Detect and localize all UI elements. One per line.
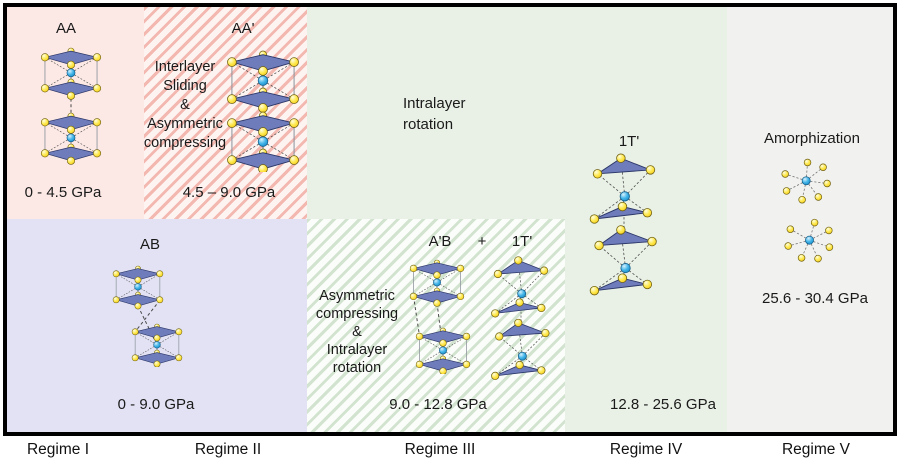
regime3-pressure-label: 9.0 - 12.8 GPa — [389, 396, 487, 413]
t1-prime-structure-label: 1T' — [618, 133, 640, 150]
amorphization-label: Amorphization — [764, 130, 860, 147]
intralayer-rotation-text: Intralayer rotation — [403, 93, 466, 135]
regime-label-1: Regime I — [26, 441, 90, 458]
amorphous-cluster — [781, 158, 831, 204]
prism-unit — [40, 47, 102, 100]
region-amorphous — [727, 7, 893, 432]
prism-unit — [40, 112, 102, 165]
prism-unit — [415, 327, 471, 374]
t1-prime-structure-diagram — [589, 153, 657, 296]
ab-structure-label: AB — [139, 236, 161, 253]
aa-structure-label: AA — [55, 20, 77, 37]
regime-label-4: Regime IV — [609, 441, 683, 458]
prism-unit — [112, 265, 164, 310]
text-line: & — [180, 97, 190, 113]
regime-label-5: Regime V — [781, 441, 851, 458]
ab-pressure-label: 0 - 9.0 GPa — [117, 396, 195, 413]
plus-sign: + — [477, 233, 487, 250]
text-line: Sliding — [163, 78, 207, 94]
figure-frame: AA 0 - 4.5 GPa AA' Interlayer Sliding & … — [3, 3, 897, 436]
asymmetric-compressing-text: Asymmetric compressing & Intralayer rota… — [316, 287, 398, 377]
amorphous-structure-diagram — [780, 158, 839, 268]
prism-unit — [226, 50, 300, 113]
regime-label-3: Regime III — [404, 441, 476, 458]
aa-pressure-label: 0 - 4.5 GPa — [24, 184, 102, 201]
aa-prime-structure-label: AA' — [231, 20, 255, 37]
regime4-pressure-label: 12.8 - 25.6 GPa — [610, 396, 716, 413]
text-line: rotation — [332, 360, 382, 376]
prism-unit — [409, 259, 465, 307]
region-aa-prime — [144, 7, 307, 219]
text-line: Asymmetric — [147, 116, 223, 132]
interlayer-sliding-text: Interlayer Sliding & Asymmetric compress… — [144, 58, 226, 153]
text-line: compressing — [315, 306, 399, 322]
aa-structure-diagram — [40, 47, 102, 165]
t1-prime-stack — [491, 256, 550, 380]
t1-prime-structure-diagram-small — [491, 256, 550, 380]
text-line: Intralayer — [403, 95, 466, 112]
text-line: Intralayer — [326, 342, 388, 358]
t1-prime-structure-label-small: 1T' — [511, 233, 533, 250]
region-aa — [7, 7, 144, 219]
aa-prime-pressure-label: 4.5 – 9.0 GPa — [182, 184, 276, 201]
regime5-pressure-label: 25.6 - 30.4 GPa — [762, 290, 868, 307]
prism-unit — [226, 111, 300, 172]
regime-label-2: Regime II — [194, 441, 262, 458]
t1-prime-stack — [589, 153, 657, 296]
text-line: rotation — [403, 116, 454, 133]
apb-structure-diagram — [409, 259, 471, 374]
text-line: & — [352, 324, 362, 340]
text-line: Interlayer — [154, 59, 216, 75]
text-line: compressing — [143, 135, 227, 151]
amorphous-cluster — [780, 213, 839, 268]
ab-structure-diagram — [112, 265, 183, 367]
prism-unit — [131, 323, 183, 367]
figure-canvas: AA 0 - 4.5 GPa AA' Interlayer Sliding & … — [7, 7, 893, 432]
aa-prime-structure-diagram — [226, 50, 300, 172]
text-line: Asymmetric — [319, 288, 395, 304]
apb-structure-label: A'B — [428, 233, 452, 250]
